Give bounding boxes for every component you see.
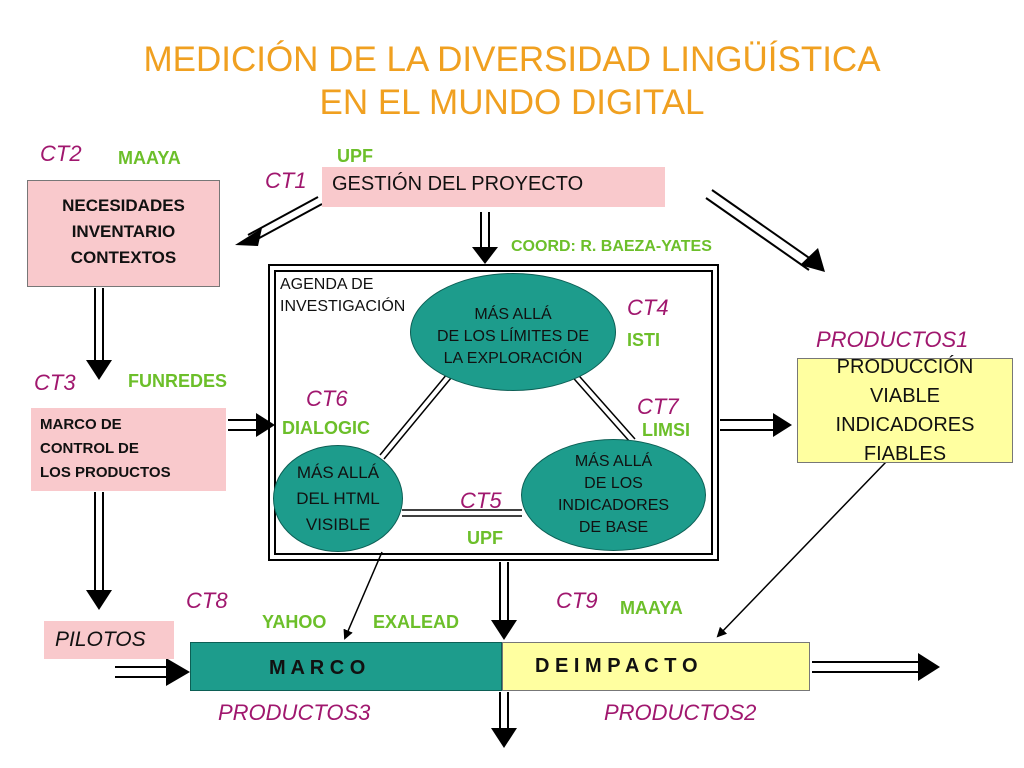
label-productos3: PRODUCTOS3 — [218, 700, 371, 725]
ellipse-indicadores: MÁS ALLÁ DE LOS INDICADORES DE BASE — [521, 439, 706, 551]
org-upf-mid: UPF — [467, 528, 503, 548]
org-upf-top: UPF — [337, 146, 373, 166]
title-line-1: MEDICIÓN DE LA DIVERSIDAD LINGÜÍSTICA — [143, 40, 881, 79]
impacto-bar: D E I M P A C T O — [502, 642, 810, 691]
label-ct9: CT9 — [556, 588, 598, 613]
label-productos2: PRODUCTOS2 — [604, 700, 757, 725]
agenda-frame-outer — [268, 264, 719, 561]
ellipse-exploracion: MÁS ALLÁ DE LOS LÍMITES DE LA EXPLORACIÓ… — [410, 273, 616, 391]
produccion-box: PRODUCCIÓN VIABLE INDICADORES FIABLES — [797, 356, 1013, 465]
label-ct5: CT5 — [460, 488, 502, 513]
label-ct3: CT3 — [34, 370, 76, 395]
label-ct2: CT2 — [40, 141, 82, 166]
ellipse-html-line-2: DEL HTML — [296, 488, 380, 508]
produccion-line-4: FIABLES — [863, 443, 947, 465]
arrow-gestion-to-necesidades — [247, 196, 319, 236]
line-top-right — [567, 371, 631, 443]
agenda-frame-inner — [274, 270, 713, 555]
ellipse-indicadores-line-3: INDICADORES — [557, 497, 670, 514]
marco-control-line-2: CONTROL DE — [40, 440, 139, 457]
agenda-label: AGENDA DE INVESTIGACIÓN — [280, 274, 405, 318]
org-isti: ISTI — [627, 330, 661, 350]
title-line-2: EN EL MUNDO DIGITAL — [319, 83, 705, 122]
ellipse-exploracion-line-3: LA EXPLORACIÓN — [443, 350, 583, 367]
agenda-label-line-1: AGENDA DE — [280, 276, 374, 293]
ellipse-html-visible: MÁS ALLÁ DEL HTML VISIBLE — [273, 445, 403, 552]
pilotos-box: PILOTOS — [44, 621, 174, 659]
ellipse-exploracion-line-1: MÁS ALLÁ — [474, 306, 552, 323]
necesidades-line-2: INVENTARIO — [71, 222, 176, 241]
produccion-line-1: PRODUCCIÓN — [836, 356, 974, 378]
ellipse-html-line-3: VISIBLE — [305, 514, 371, 534]
label-ct8: CT8 — [186, 588, 228, 613]
ellipse-indicadores-line-2: DE LOS — [584, 475, 643, 492]
org-exalead: EXALEAD — [373, 612, 460, 632]
gestion-box: GESTIÓN DEL PROYECTO — [322, 167, 665, 207]
page-title: MEDICIÓN DE LA DIVERSIDAD LINGÜÍSTICA EN… — [0, 38, 1024, 124]
necesidades-box: NECESIDADES INVENTARIO CONTEXTOS — [27, 180, 220, 287]
arrow-produccion-to-impacto — [716, 461, 887, 638]
necesidades-line-3: CONTEXTOS — [70, 248, 177, 267]
org-coord: COORD: R. BAEZA-YATES — [511, 238, 712, 255]
marco-bar: M A R C O — [190, 642, 502, 691]
ellipse-html-line-1: MÁS ALLÁ — [296, 462, 380, 482]
label-ct7: CT7 — [637, 394, 679, 419]
produccion-line-2: VIABLE — [869, 385, 941, 407]
label-ct1: CT1 — [265, 168, 307, 193]
org-limsi: LIMSI — [642, 420, 690, 440]
ellipse-indicadores-line-4: DE BASE — [578, 519, 649, 536]
org-dialogic: DIALOGIC — [282, 418, 370, 438]
ellipse-exploracion-line-2: DE LOS LÍMITES DE — [436, 328, 590, 345]
marco-control-line-3: LOS PRODUCTOS — [40, 464, 171, 481]
label-ct4: CT4 — [627, 295, 669, 320]
org-yahoo: YAHOO — [262, 612, 327, 632]
marco-control-line-1: MARCO DE — [40, 416, 122, 433]
org-maaya-top: MAAYA — [118, 148, 181, 168]
produccion-line-3: INDICADORES — [835, 414, 975, 436]
label-ct6: CT6 — [306, 386, 348, 411]
arrow-gestion-to-productos — [711, 189, 816, 263]
agenda-label-line-2: INVESTIGACIÓN — [280, 298, 406, 315]
arrow-html-to-marco — [343, 551, 383, 640]
marco-control-box: MARCO DE CONTROL DE LOS PRODUCTOS — [31, 408, 226, 491]
line-top-left — [379, 367, 453, 456]
org-maaya-bottom: MAAYA — [620, 598, 683, 618]
ellipse-indicadores-line-1: MÁS ALLÁ — [574, 453, 653, 470]
necesidades-line-1: NECESIDADES — [62, 196, 185, 215]
label-productos1: PRODUCTOS1 — [816, 327, 969, 352]
org-funredes: FUNREDES — [128, 371, 228, 391]
